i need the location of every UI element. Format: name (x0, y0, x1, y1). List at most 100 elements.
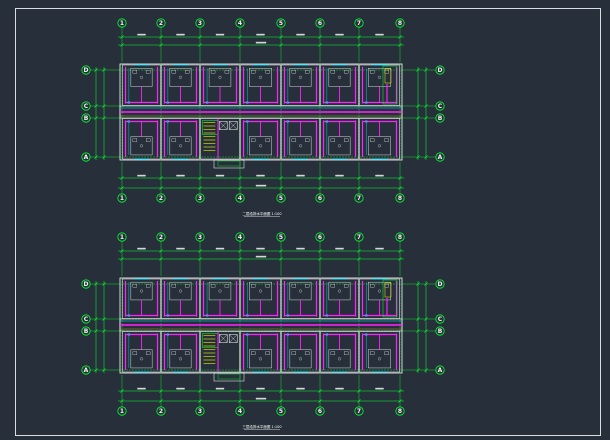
bottom-axis-bubble-1-circle (117, 406, 127, 416)
upper-room-6-bathroom (328, 68, 351, 87)
dim-tick (357, 176, 361, 180)
entrance-canopy (213, 372, 245, 382)
top-axis-bubble-5-circle (276, 232, 286, 242)
bottom-axis-bubble-4-label: 4 (238, 195, 242, 202)
bottom-axis-bubble-1-label: 1 (120, 195, 124, 202)
lower-room-6-bathroom (328, 349, 351, 369)
upper-room-7-floor-drain (378, 75, 381, 79)
dim-tick (94, 329, 98, 333)
lower-room-1-bathroom (130, 136, 153, 156)
bottom-axis-bubble-7-label: 7 (357, 408, 361, 415)
top-axis-bubble-7: 7 (354, 18, 364, 28)
top-axis-bubble-2: 2 (156, 18, 166, 28)
upper-room-3 (200, 278, 240, 319)
dim-text-mark (375, 174, 384, 177)
dim-tick (238, 35, 242, 39)
upper-room-7 (359, 278, 400, 319)
dim-tick (424, 104, 428, 108)
dim-tick (238, 43, 242, 47)
left-axis-bubble-C-label: C (84, 103, 89, 110)
lower-room-1-floor-drain (140, 357, 143, 361)
entrance-step (217, 160, 241, 167)
upper-room-4-floor-drain (259, 289, 262, 293)
right-axis-bubble-A: A (435, 365, 445, 375)
dim-tick (94, 104, 98, 108)
dim-tick (120, 399, 124, 403)
dim-text-mark (296, 174, 305, 177)
dim-text-mark (256, 247, 265, 250)
upper-room-4-floor-drain (259, 75, 262, 79)
top-axis-bubble-2-label: 2 (159, 234, 163, 241)
top-axis-bubble-6-circle (315, 232, 325, 242)
upper-room-3-bathroom (208, 68, 232, 87)
upper-room-4 (240, 64, 281, 106)
upper-room-6-bathroom (328, 281, 351, 301)
top-axis-bubble-1-label: 1 (120, 234, 124, 241)
stair-core (200, 331, 240, 373)
dim-tick (198, 399, 202, 403)
top-axis-bubble-8-label: 8 (398, 234, 402, 241)
upper-room-1-floor-drain (140, 75, 143, 79)
end-stair-flight (384, 68, 392, 84)
upper-room-4-fixture-a (251, 284, 256, 288)
elevator-shaft-a (218, 334, 228, 343)
dim-tick (102, 68, 106, 72)
bottom-axis-bubble-7-label: 7 (357, 195, 361, 202)
dim-tick (424, 116, 428, 120)
stair-core-walls (200, 331, 240, 373)
right-axis-bubble-A-label: A (438, 367, 443, 374)
bottom-axis-bubble-8-label: 8 (398, 408, 402, 415)
dim-tick (120, 389, 124, 393)
dim-tick (398, 249, 402, 253)
lower-room-2 (161, 118, 200, 160)
right-axis-bubble-B: B (435, 326, 445, 336)
dim-text-mark (335, 247, 344, 250)
dim-tick (416, 368, 420, 372)
upper-room-1-bathroom (130, 68, 153, 87)
lower-room-6-fixture-b (343, 138, 349, 142)
lower-room-7-bathroom (368, 136, 391, 156)
dim-tick (279, 43, 283, 47)
left-axis-bubble-D: D (81, 65, 91, 75)
top-axis-bubble-1: 1 (117, 232, 127, 242)
lower-room-5 (281, 118, 320, 160)
upper-room-1-fixture-a (132, 70, 138, 74)
right-axis-bubble-D-label: D (438, 281, 443, 288)
bottom-axis-bubble-5-circle (276, 406, 286, 416)
upper-room-7 (359, 64, 400, 106)
bottom-axis-bubble-6: 6 (315, 406, 325, 416)
dim-tick (357, 249, 361, 253)
lower-room-1 (122, 118, 161, 160)
dim-tick (357, 399, 361, 403)
dim-tick (279, 186, 283, 190)
dim-text-mark (215, 387, 225, 390)
lower-room-6-fixture-a (330, 138, 336, 142)
top-axis-bubble-4: 4 (235, 232, 245, 242)
lower-room-2-fixture-a (171, 138, 177, 142)
right-axis-bubble-B: B (435, 113, 445, 123)
upper-room-6-fixture-a (330, 70, 336, 74)
dim-tick (398, 186, 402, 190)
stair-core-walls (200, 118, 240, 160)
top-axis-bubble-7-label: 7 (357, 234, 361, 241)
bottom-axis-bubble-7: 7 (354, 406, 364, 416)
dim-text-mark (296, 33, 305, 36)
upper-room-6 (320, 64, 359, 106)
lower-room-4 (240, 331, 281, 373)
upper-room-2-bathroom (169, 68, 192, 87)
dim-text-mark (335, 174, 344, 177)
dim-text-mark (137, 387, 146, 390)
top-axis-bubble-6-circle (315, 18, 325, 28)
top-axis-bubble-5: 5 (276, 232, 286, 242)
dim-text-mark (176, 247, 185, 250)
lower-room-1-bathroom (130, 349, 153, 369)
dim-tick (120, 176, 124, 180)
right-axis-bubble-A-label: A (438, 154, 443, 161)
lower-room-2-fixture-b (184, 138, 190, 142)
dim-tick (94, 116, 98, 120)
upper-room-1-fixture-a (132, 284, 138, 288)
